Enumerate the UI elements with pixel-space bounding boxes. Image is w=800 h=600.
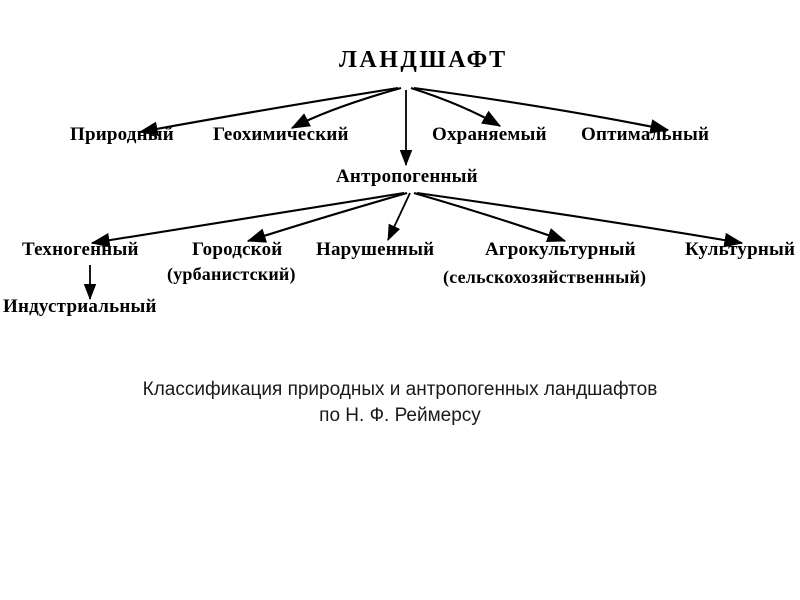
edge-antropogenny-to-kulturny bbox=[416, 191, 744, 248]
node-narushenny[interactable]: Нарушенный bbox=[316, 239, 435, 260]
figure-caption: Классификация природных и антропогенных … bbox=[0, 377, 800, 429]
edge-antropogenny-to-gorodskoy bbox=[246, 191, 408, 243]
edge-antropogenny-to-narushenny bbox=[387, 192, 411, 241]
node-agrokulturny[interactable]: Агрокультурный bbox=[485, 239, 636, 260]
edge-antropogenny-to-tehnogenny bbox=[90, 191, 405, 248]
edge-antropogenny-to-agrokulturny bbox=[413, 191, 567, 243]
edge-landscape-to-ohranyaemy bbox=[410, 87, 502, 127]
caption-line-2: по Н. Ф. Реймерсу bbox=[319, 405, 481, 426]
sublabel-selskohozyaystvenny: (сельскохозяйственный) bbox=[443, 267, 647, 287]
node-tehnogenny[interactable]: Техногенный bbox=[22, 239, 139, 260]
edge-landscape-to-geohim bbox=[290, 86, 402, 129]
node-landscape[interactable]: ЛАНДШАФТ bbox=[339, 47, 508, 73]
node-gorodskoy[interactable]: Городской bbox=[192, 239, 283, 260]
node-industrialny[interactable]: Индустриальный bbox=[3, 296, 157, 317]
caption-line-1: Классификация природных и антропогенных … bbox=[142, 379, 658, 400]
node-ohranyaemy[interactable]: Охраняемый bbox=[432, 124, 547, 145]
node-geohimichesky[interactable]: Геохимический bbox=[213, 124, 349, 145]
sublabel-urbanistsky: (урбанистский) bbox=[167, 264, 296, 284]
node-prirodny[interactable]: Природный bbox=[70, 124, 174, 145]
node-optimalny[interactable]: Оптимальный bbox=[581, 124, 710, 145]
node-kulturny[interactable]: Культурный bbox=[685, 239, 796, 260]
node-antropogenny[interactable]: Антропогенный bbox=[336, 166, 478, 187]
